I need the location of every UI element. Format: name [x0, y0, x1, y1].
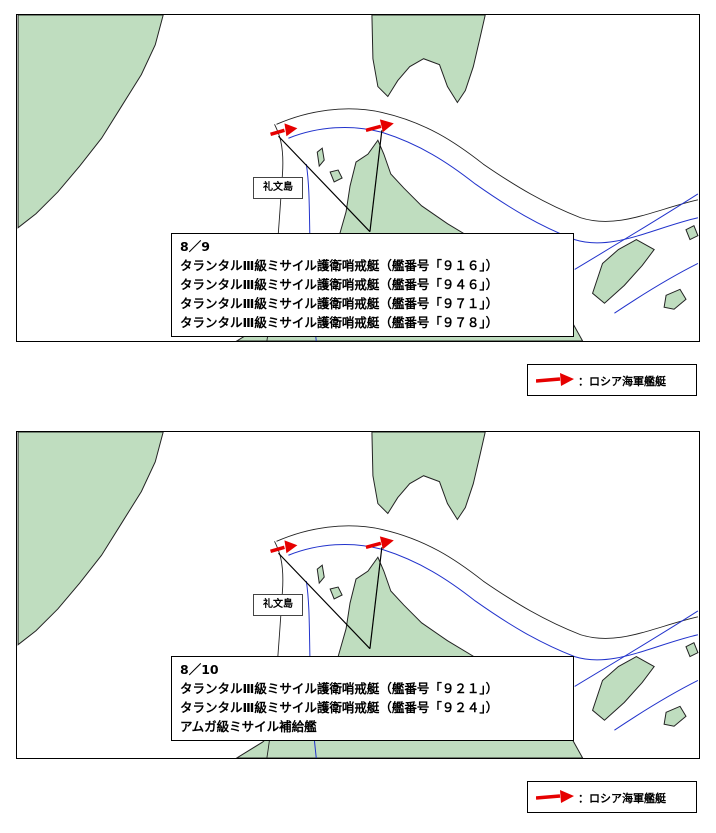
continent-coast	[17, 432, 164, 646]
vessel-line: タランタルⅢ級ミサイル護衛哨戒艇（艦番号「９２４」）	[180, 700, 499, 715]
kuril-island-small	[663, 288, 687, 310]
depth-contour-line	[288, 127, 699, 244]
kuril-chain	[591, 239, 655, 304]
kuril-island-tiny	[685, 642, 699, 658]
depth-contour-line	[288, 544, 699, 661]
rebun-island	[316, 147, 325, 168]
vessel-line: タランタルⅢ級ミサイル護衛哨戒艇（艦番号「９１６」）	[180, 258, 499, 273]
map-panel-aug10: 礼文島 8／10 タランタルⅢ級ミサイル護衛哨戒艇（艦番号「９２１」） タランタ…	[16, 431, 700, 759]
legend-label: ：ロシア海軍艦艇	[578, 375, 666, 388]
sakhalin-landmass	[371, 15, 486, 104]
legend-label: ：ロシア海軍艦艇	[578, 792, 666, 805]
vessel-line: タランタルⅢ級ミサイル護衛哨戒艇（艦番号「９７８」）	[180, 315, 499, 330]
vessel-line: タランタルⅢ級ミサイル護衛哨戒艇（艦番号「９４６」）	[180, 277, 499, 292]
outer-contour-line	[276, 108, 699, 222]
vessel-arrow-icon	[365, 119, 394, 133]
place-label-rebun: 礼文島	[253, 594, 303, 616]
place-label-rebun: 礼文島	[253, 177, 303, 199]
kuril-island-tiny	[685, 225, 699, 241]
legend-box: ：ロシア海軍艦艇	[527, 364, 697, 396]
pointer-line	[278, 552, 371, 650]
vessel-arrow-icon	[270, 540, 298, 554]
vessel-info-box: 8／9 タランタルⅢ級ミサイル護衛哨戒艇（艦番号「９１６」） タランタルⅢ級ミサ…	[171, 233, 574, 337]
depth-contour-line-4	[614, 680, 699, 731]
vessel-arrow-icon	[270, 123, 298, 137]
rishiri-island	[329, 169, 343, 183]
date-label: 8／10	[180, 662, 219, 677]
vessel-line: タランタルⅢ級ミサイル護衛哨戒艇（艦番号「９７１」）	[180, 296, 499, 311]
vessel-line: アムガ級ミサイル補給艦	[180, 719, 317, 734]
depth-contour-line-3	[574, 610, 699, 687]
continent-coast	[17, 15, 164, 229]
legend-box: ：ロシア海軍艦艇	[527, 781, 697, 813]
vessel-line: タランタルⅢ級ミサイル護衛哨戒艇（艦番号「９２１」）	[180, 681, 499, 696]
pointer-line	[369, 130, 383, 232]
depth-contour-line-4	[614, 263, 699, 314]
date-label: 8／9	[180, 239, 210, 254]
vessel-arrow-icon	[365, 536, 394, 550]
rebun-island	[316, 564, 325, 585]
legend-arrow-icon	[536, 373, 574, 386]
kuril-chain	[591, 656, 655, 721]
map-panel-aug9: 礼文島 8／9 タランタルⅢ級ミサイル護衛哨戒艇（艦番号「９１６」） タランタル…	[16, 14, 700, 342]
outer-contour-line	[276, 525, 699, 639]
pointer-line	[278, 135, 371, 233]
sakhalin-landmass	[371, 432, 486, 521]
pointer-line	[369, 547, 383, 649]
rishiri-island	[329, 586, 343, 600]
vessel-info-box: 8／10 タランタルⅢ級ミサイル護衛哨戒艇（艦番号「９２１」） タランタルⅢ級ミ…	[171, 656, 574, 741]
legend-arrow-icon	[536, 790, 574, 803]
depth-contour-line-3	[574, 193, 699, 270]
kuril-island-small	[663, 705, 687, 727]
